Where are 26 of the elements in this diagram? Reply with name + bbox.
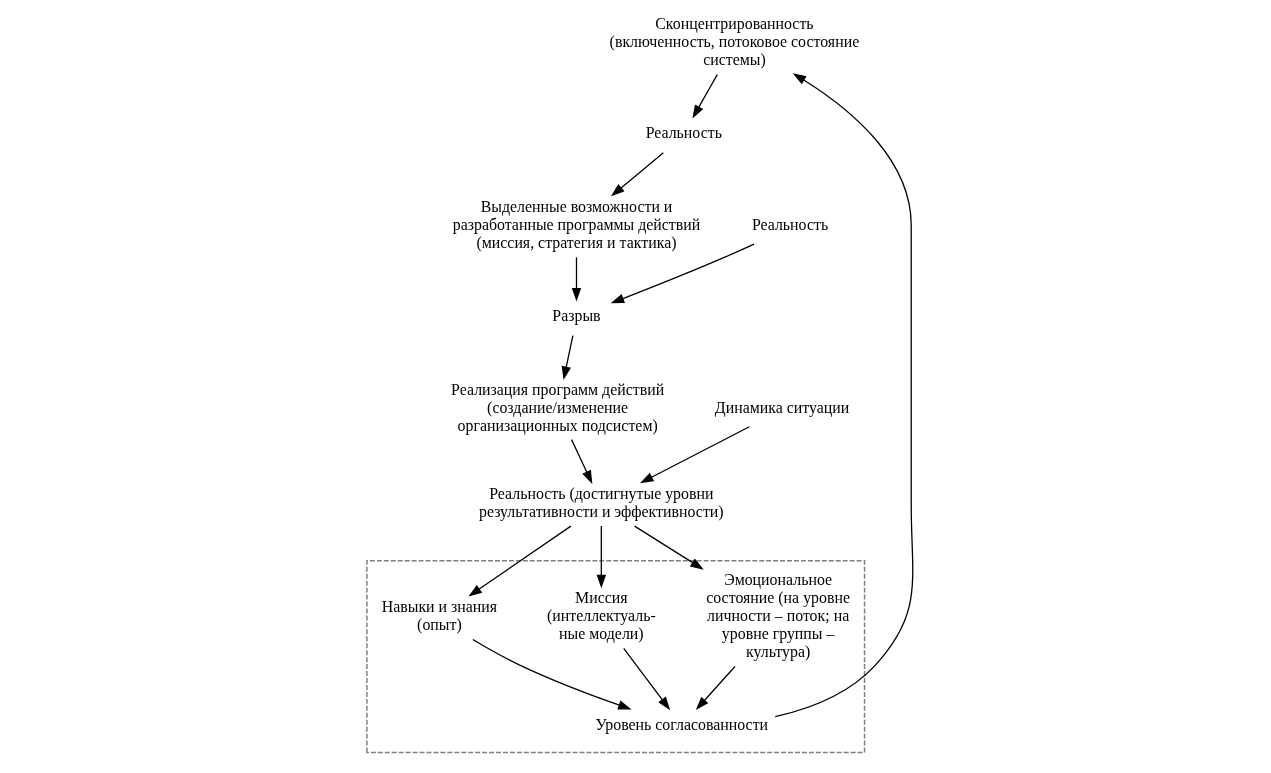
arrow <box>570 439 592 484</box>
arrow <box>471 638 632 710</box>
arrow <box>639 426 750 484</box>
arrow <box>691 73 718 119</box>
arrow <box>695 665 736 711</box>
arrow <box>610 243 755 304</box>
arrow <box>596 525 606 589</box>
node-text: Реальность <box>751 215 828 233</box>
arrow <box>610 152 664 197</box>
node-text: Реализация программ действий (создание/изменение организационных подсистем) <box>450 380 664 434</box>
arrow <box>774 73 913 718</box>
node-text: Эмоциональное состояние (на уровне личности – поток; на уровне группы – культура) <box>705 571 850 660</box>
node-text: Реальность (достигнутые уровни результативности и эффективности) <box>478 485 724 520</box>
node-text: Сконцентрированность (включенность, потоковое состояние системы) <box>609 15 859 68</box>
node-text: Навыки и знания (опыт) <box>381 598 497 634</box>
node-text: Динамика ситуации <box>714 398 849 416</box>
arrow <box>467 525 571 597</box>
arrow <box>571 256 581 302</box>
node-text: Миссия (интеллектуаль- ные модели) <box>546 589 656 643</box>
arrow <box>622 647 670 711</box>
node-text: Уровень согласованности <box>594 716 768 734</box>
node-text: Выделенные возможности и разработанные программы действий (миссия, стратегия и тактика) <box>452 197 700 251</box>
arrow <box>633 525 704 570</box>
arrow <box>561 335 573 380</box>
node-text: Реальность <box>645 124 722 142</box>
node-text: Разрыв <box>551 307 601 325</box>
